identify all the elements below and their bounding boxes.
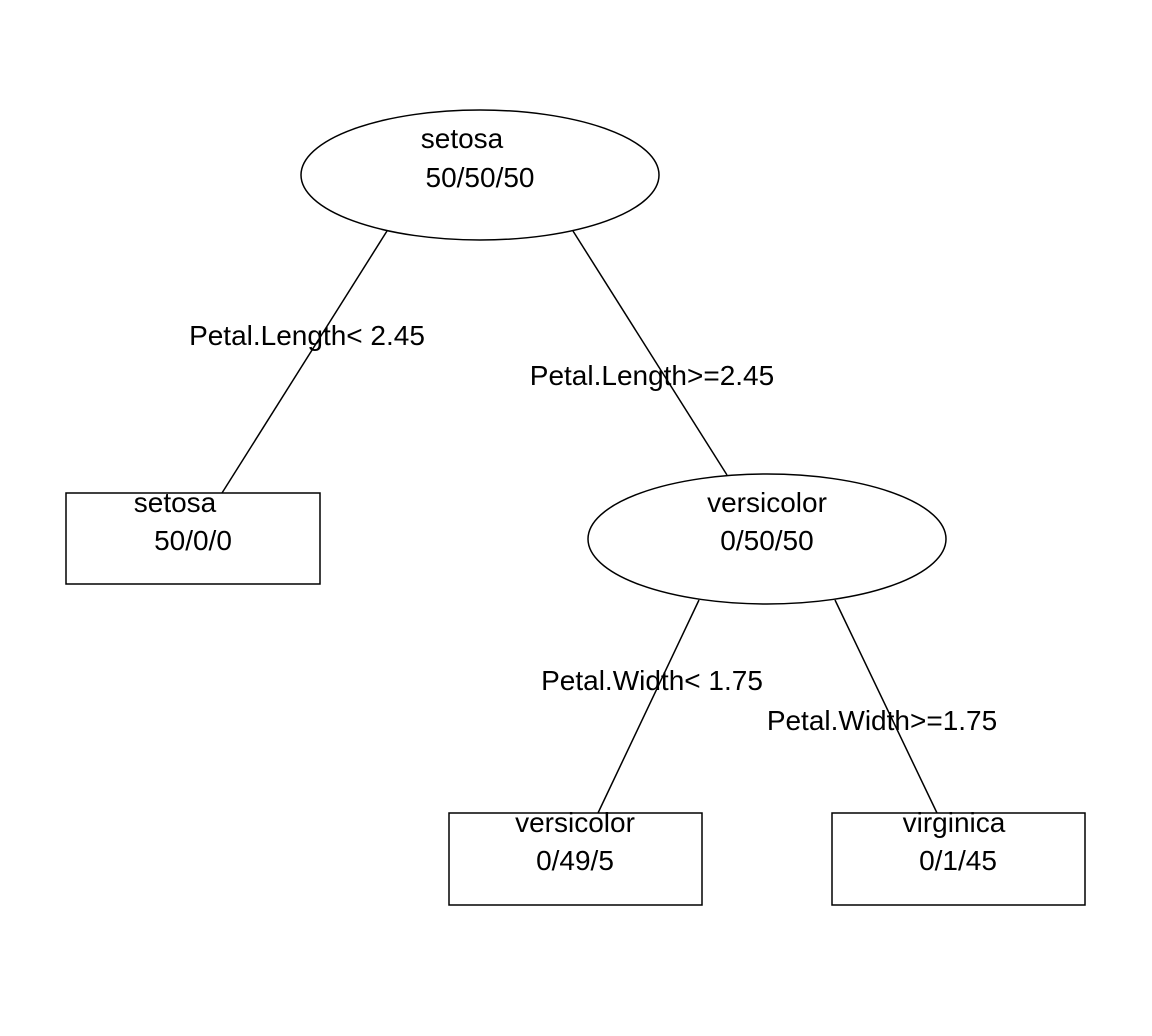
node-versicolor-leaf-class-label: versicolor [515,807,635,838]
edge-root-to-versicolor-split [572,230,728,476]
node-versicolor-split: versicolor 0/50/50 [587,473,947,605]
node-root-class-label: setosa [421,123,504,154]
node-root-ellipse [300,109,660,241]
node-setosa-leaf-box [65,492,321,585]
node-setosa-leaf: setosa 50/0/0 [65,487,321,585]
edge-label-root-left: Petal.Length< 2.45 [189,320,425,351]
node-versicolor-split-counts: 0/50/50 [720,525,813,556]
node-setosa-leaf-class-label: setosa [134,487,217,518]
edge-label-split-left: Petal.Width< 1.75 [541,665,763,696]
node-root: setosa 50/50/50 [300,109,660,241]
node-versicolor-leaf-box [448,812,703,906]
node-root-counts: 50/50/50 [426,162,535,193]
edge-split-to-virginica-leaf [834,599,938,814]
node-versicolor-leaf: versicolor 0/49/5 [448,807,703,906]
edge-labels: Petal.Length< 2.45 Petal.Length>=2.45 Pe… [189,320,997,736]
tree-edges [221,230,938,814]
node-virginica-leaf-box [831,812,1086,906]
edge-split-to-versicolor-leaf [597,599,700,814]
node-virginica-leaf: virginica 0/1/45 [831,807,1086,906]
edge-root-to-setosa [221,230,388,494]
node-versicolor-split-class-label: versicolor [707,487,827,518]
node-versicolor-split-ellipse [587,473,947,605]
node-virginica-leaf-counts: 0/1/45 [919,845,997,876]
edge-label-root-right: Petal.Length>=2.45 [530,360,774,391]
node-setosa-leaf-counts: 50/0/0 [154,525,232,556]
node-virginica-leaf-class-label: virginica [903,807,1006,838]
edge-label-split-right: Petal.Width>=1.75 [767,705,997,736]
node-versicolor-leaf-counts: 0/49/5 [536,845,614,876]
